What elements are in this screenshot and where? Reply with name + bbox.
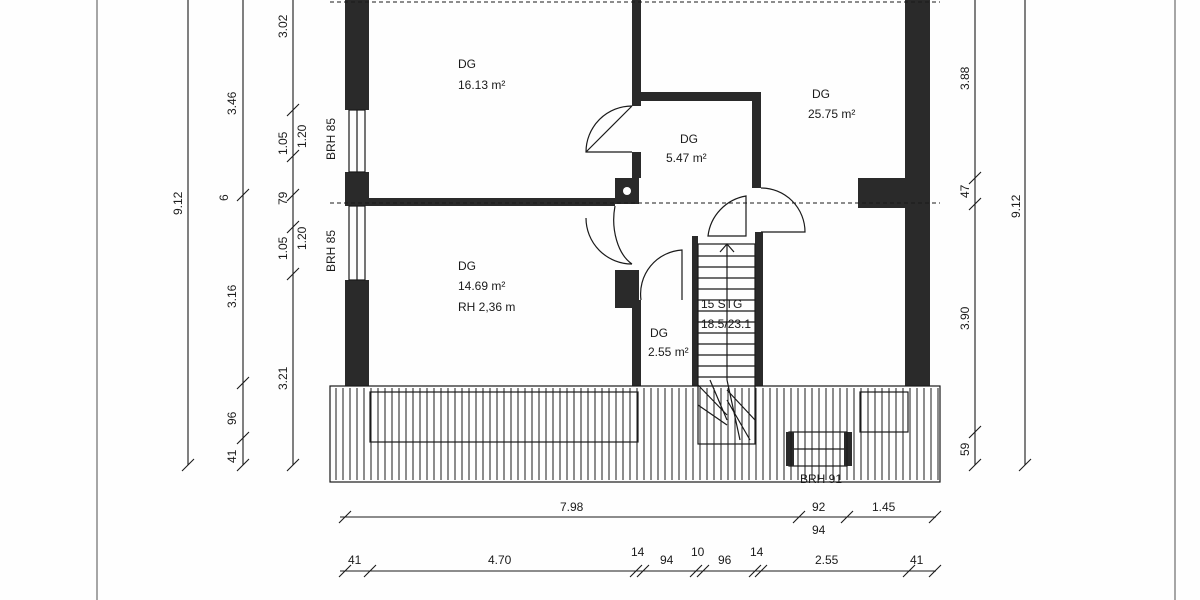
dim-bottom-2-2: 4.70: [488, 553, 512, 567]
room-1-area: 16.13 m²: [458, 78, 505, 92]
hatch-area: [329, 385, 941, 483]
wall-right: [905, 0, 930, 386]
wall-left-upper: [345, 0, 369, 110]
dim-bottom-1-4: 1.45: [872, 500, 896, 514]
dim-left-inner-3: 1.20: [295, 124, 309, 148]
door-stair-top: [707, 195, 747, 237]
wall-stair-right: [755, 232, 763, 386]
room-3-area: 25.75 m²: [808, 107, 855, 121]
wall-left-middle: [345, 172, 369, 206]
dim-left-mid-3: 3.16: [225, 284, 239, 308]
wall-lower-vertical: [632, 300, 641, 386]
wall-vertical-top: [632, 0, 641, 106]
dim-bottom-2-4: 94: [660, 553, 674, 567]
room-4-height: RH 2,36 m: [458, 300, 515, 314]
dim-bottom-1-2: 92: [812, 500, 826, 514]
dim-bottom-2-8: 2.55: [815, 553, 839, 567]
room-3-name: DG: [812, 87, 830, 101]
dim-left-inner-4: 79: [276, 191, 290, 205]
staircase: [697, 243, 756, 445]
window-label-upper: BRH 85: [324, 118, 338, 160]
wall-stair-left: [692, 236, 698, 386]
hatch-border: [329, 385, 941, 483]
dim-bottom-2-7: 14: [750, 545, 764, 559]
hatch-opening-right: [859, 391, 909, 433]
dim-bottom-2-5: 10: [691, 545, 705, 559]
stair-ratio-label: 18.5/23.1: [701, 317, 751, 331]
room-5-area: 2.55 m²: [648, 345, 689, 359]
dim-left-inner-7: 3.21: [276, 366, 290, 390]
dim-bottom-1-3: 94: [812, 523, 826, 537]
wall-small-right: [752, 92, 761, 188]
dimensions-right: 3.88 47 3.90 59 9.12: [958, 0, 1032, 472]
dim-left-inner-1: 3.02: [276, 14, 290, 38]
dim-left-mid-4: 96: [225, 411, 239, 425]
dim-bottom-2-1: 41: [348, 553, 362, 567]
room-labels: DG 16.13 m² DG 5.47 m² DG 25.75 m² DG 14…: [324, 57, 855, 486]
dim-bottom-2-3: 14: [631, 545, 645, 559]
wall-chimney-upper: [632, 152, 641, 178]
walls: [345, 0, 930, 386]
wall-left-lower: [345, 280, 369, 386]
window-label-bottom: BRH 91: [800, 472, 842, 486]
dim-right-outer: 9.12: [1009, 194, 1023, 218]
dim-right-inner-1: 3.88: [958, 66, 972, 90]
dim-left-inner-2: 1.05: [276, 131, 290, 155]
dim-right-inner-3: 3.90: [958, 306, 972, 330]
room-4-area: 14.69 m²: [458, 279, 505, 293]
door-small-lower: [639, 249, 683, 301]
wall-small-top: [641, 92, 761, 101]
stair-steps-label: 15 STG: [701, 297, 742, 311]
room-5-name: DG: [650, 326, 668, 340]
room-1-name: DG: [458, 57, 476, 71]
dimensions-bottom: 7.98 92 94 1.45 41 4.70 14 94 10 96 14 2…: [338, 500, 942, 578]
door-right: [760, 187, 806, 233]
dim-bottom-1-1: 7.98: [560, 500, 584, 514]
door-lower-left: [585, 205, 633, 265]
hatch-opening-left: [369, 391, 639, 443]
window-label-lower: BRH 85: [324, 230, 338, 272]
room-4-name: DG: [458, 259, 476, 273]
dim-left-mid-1: 3.46: [225, 91, 239, 115]
doors: [585, 105, 806, 301]
room-2-name: DG: [680, 132, 698, 146]
dim-left-mid-5: 41: [225, 449, 239, 463]
chimney-flue: [623, 187, 631, 195]
dimensions-left: 9.12 3.46 6 3.16 96 41 3.02 1.05 1.20 79…: [171, 0, 309, 472]
wall-partition-left: [369, 198, 615, 206]
door-upper-left: [585, 105, 633, 153]
dim-bottom-2-6: 96: [718, 553, 732, 567]
dim-left-outer: 9.12: [171, 191, 185, 215]
dim-bottom-2-9: 41: [910, 553, 924, 567]
dim-right-inner-2: 47: [958, 184, 972, 198]
room-2-area: 5.47 m²: [666, 151, 707, 165]
dim-left-inner-6: 1.20: [295, 226, 309, 250]
dim-right-inner-4: 59: [958, 442, 972, 456]
dim-left-inner-5: 1.05: [276, 236, 290, 260]
dim-left-mid-2: 6: [217, 194, 231, 201]
stair-arrow-icon: [719, 243, 735, 253]
